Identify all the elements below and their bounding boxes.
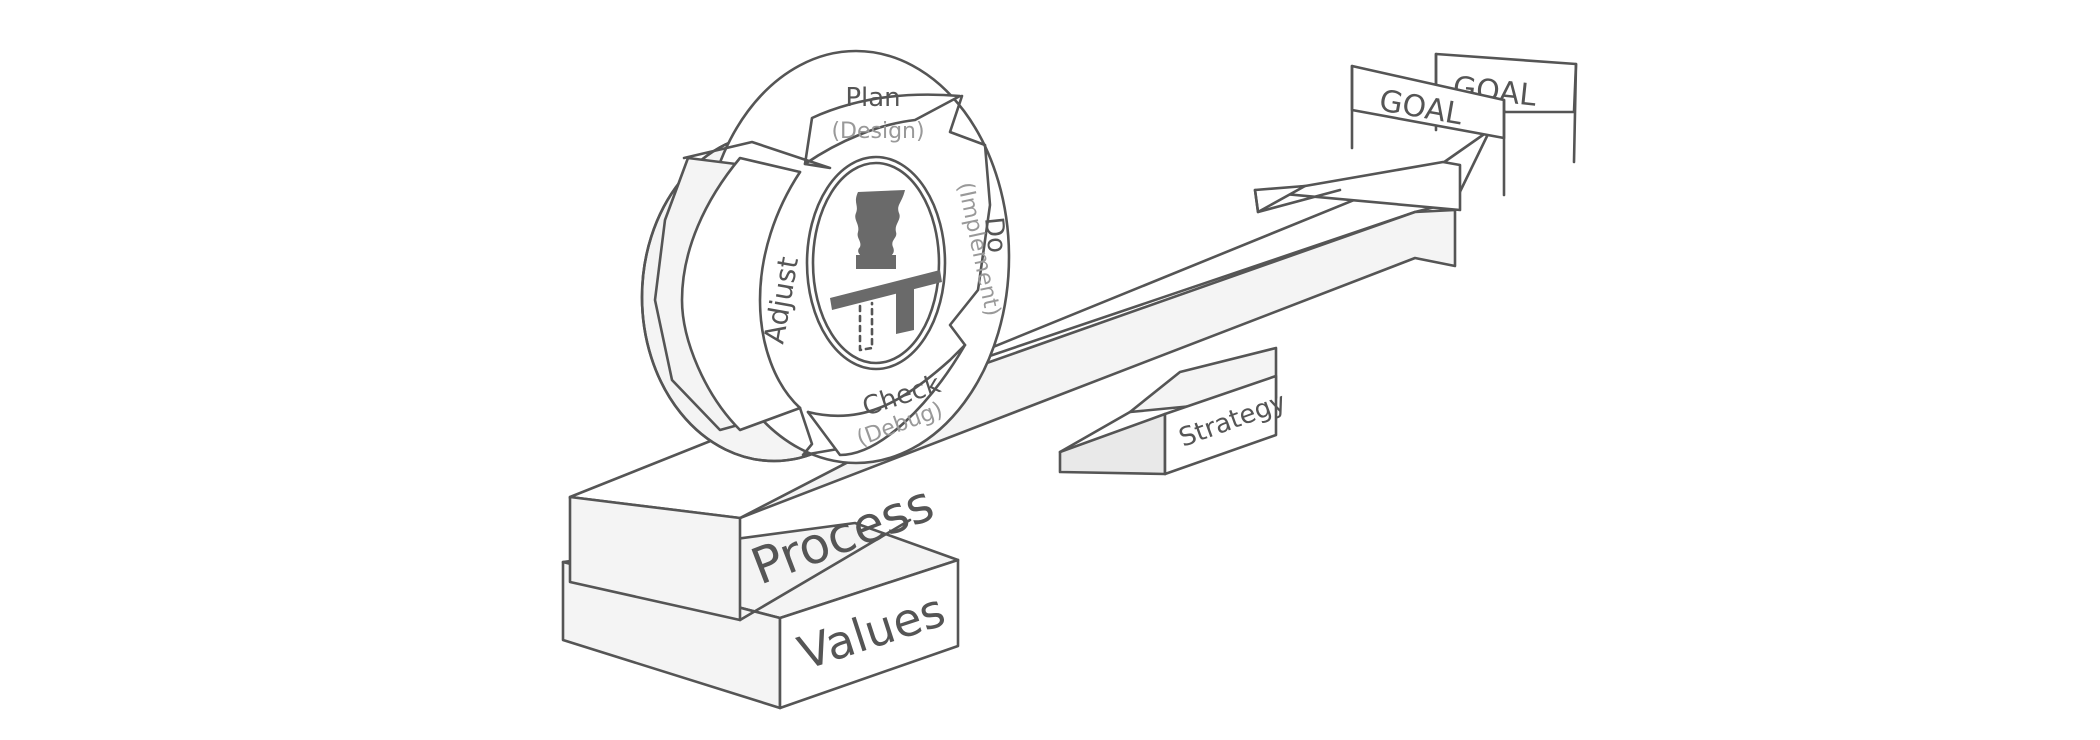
faces-vase-icon xyxy=(855,190,905,269)
do-label: Do xyxy=(978,216,1012,255)
plan-sublabel: (Design) xyxy=(831,119,924,144)
strategy-block: Strategy xyxy=(1058,346,1290,476)
goal-flags: GOAL GOAL xyxy=(1350,52,1578,197)
plan-label: Plan xyxy=(845,83,900,113)
t-beam-icon xyxy=(830,270,942,352)
values-block: Values xyxy=(561,521,960,710)
pdca-cycle: Adjust Plan (Design) Do (Implement) Chec… xyxy=(640,49,1012,465)
